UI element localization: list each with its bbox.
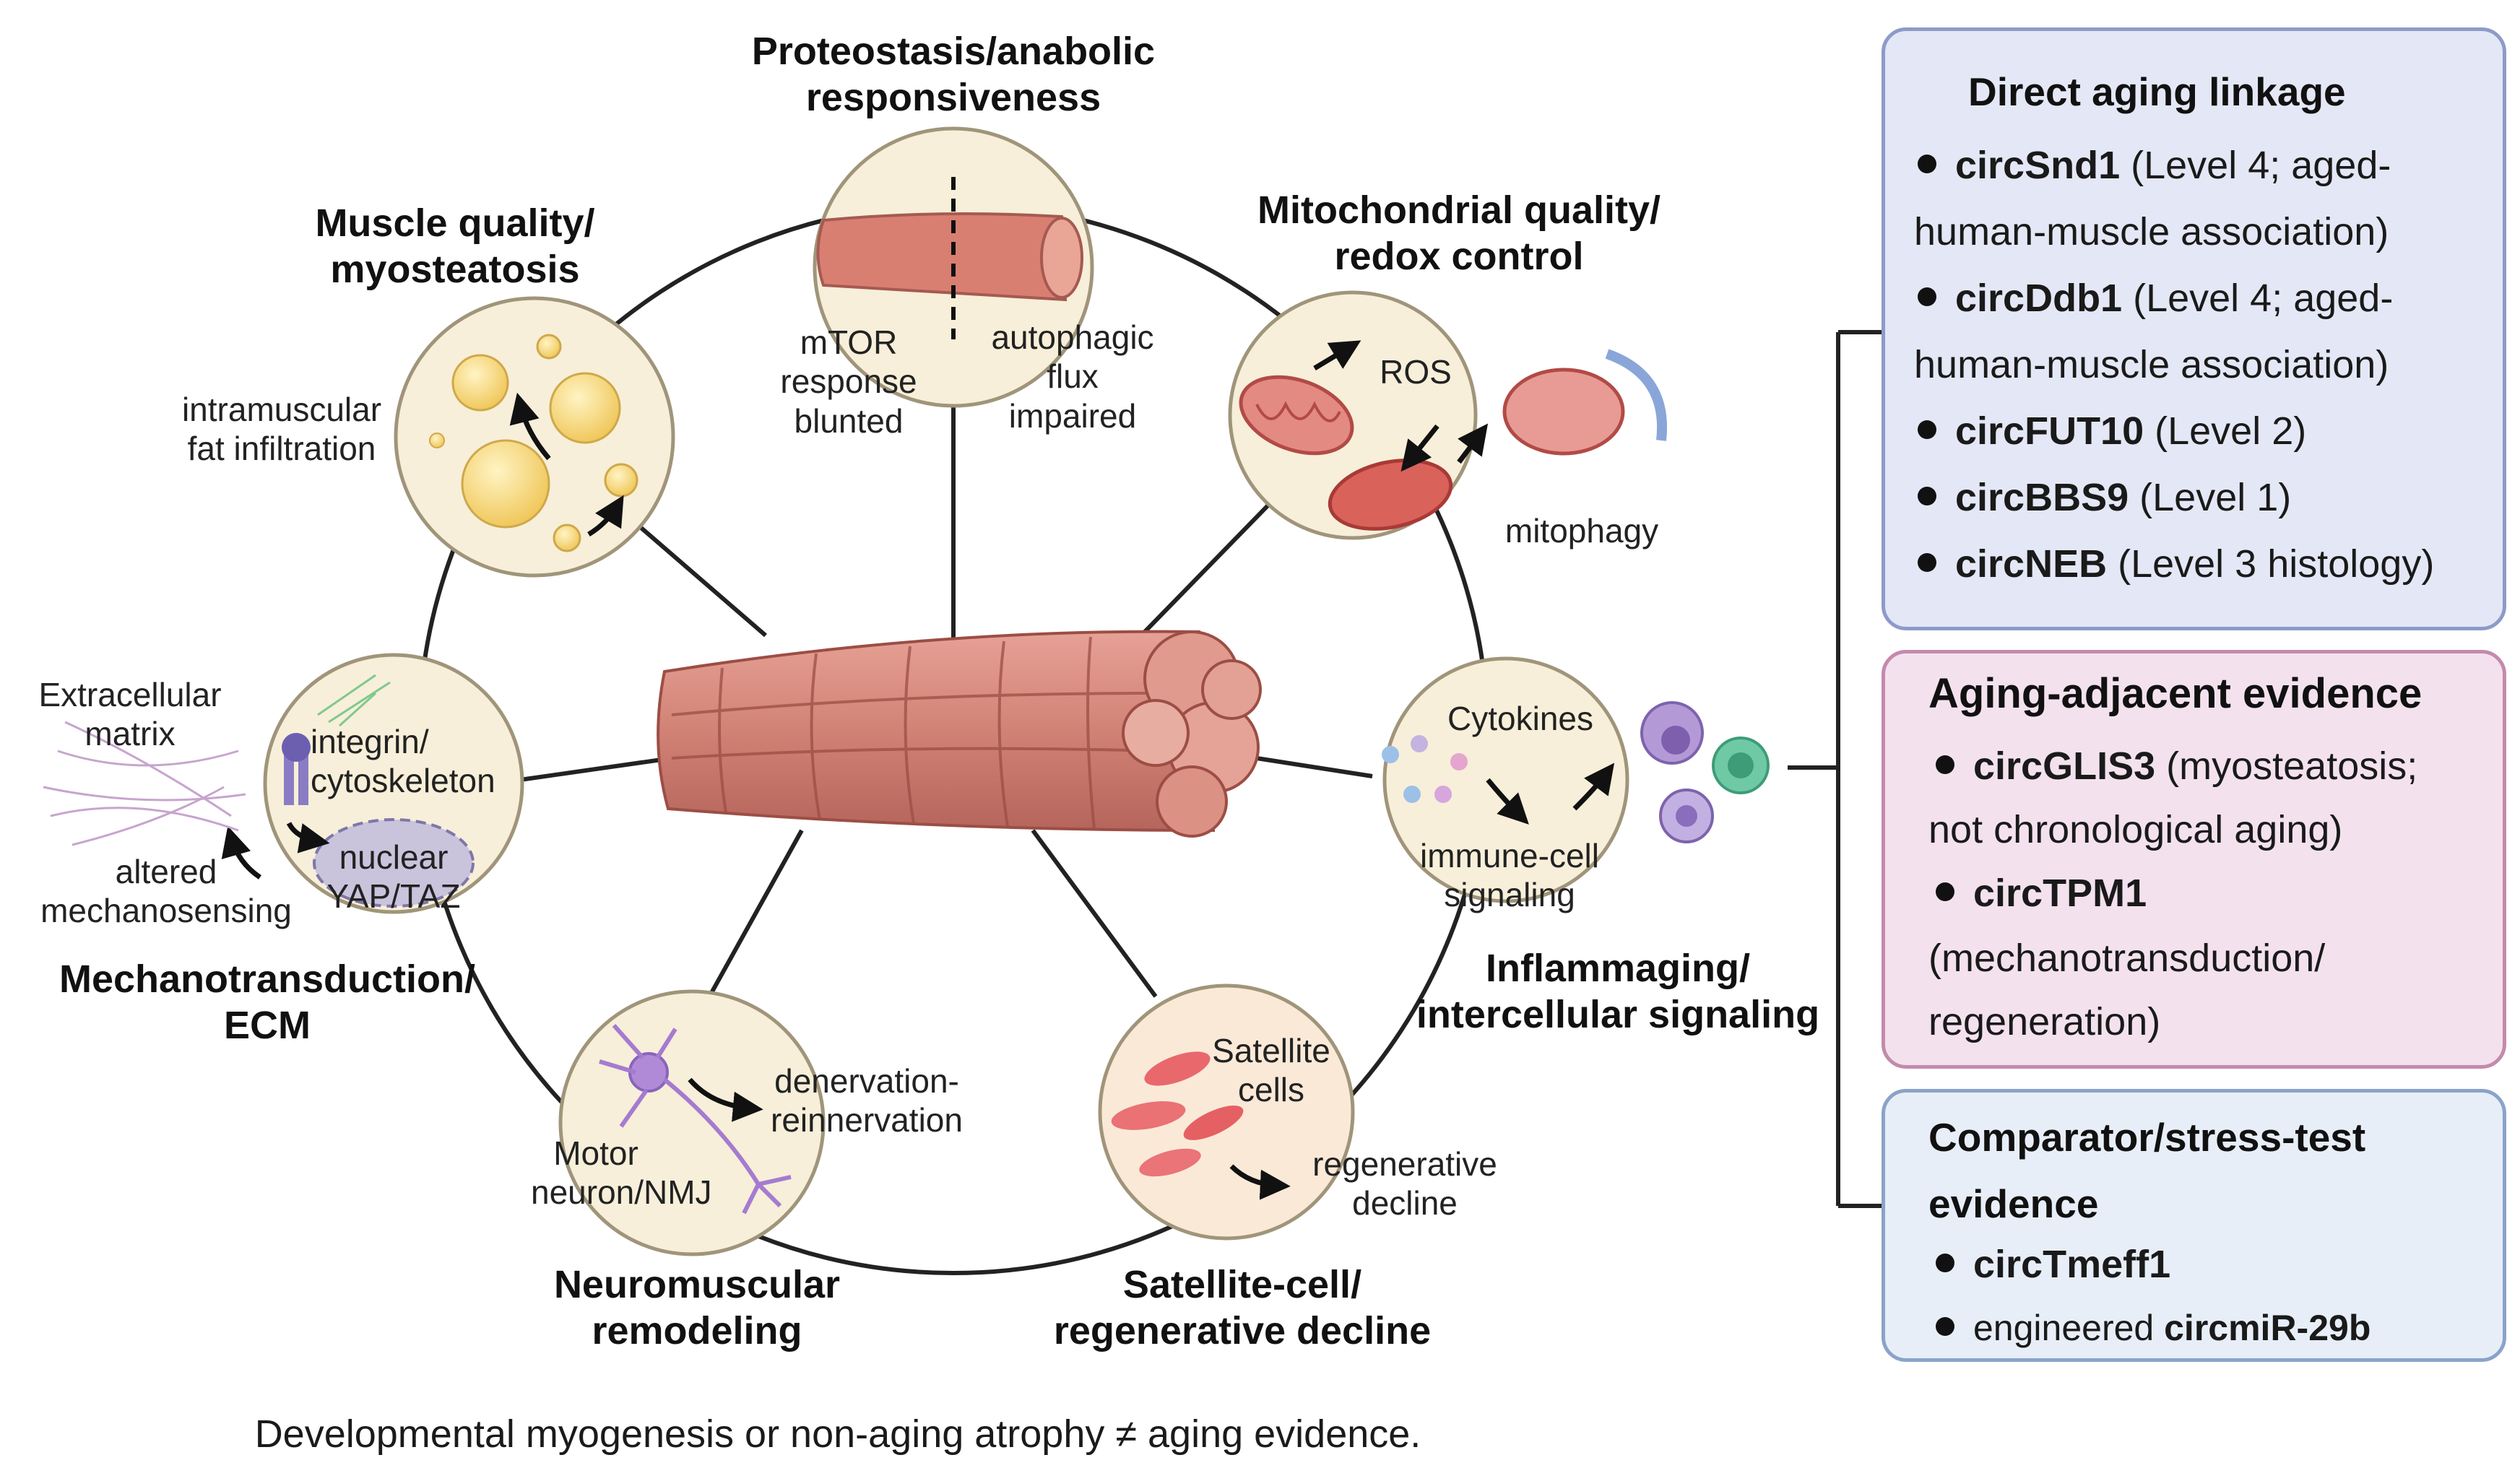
item-circtpm1: circTPM1 bbox=[1936, 860, 2147, 926]
title-quality: Muscle quality/ myosteatosis bbox=[315, 201, 595, 291]
node-quality bbox=[394, 296, 675, 578]
label-immune-signaling: immune-cell signaling bbox=[1420, 837, 1599, 914]
bullet-icon bbox=[1936, 882, 1954, 901]
title-neuro: Neuromuscular remodeling bbox=[553, 1263, 841, 1352]
title-mito: Mitochondrial quality/ redox control bbox=[1257, 188, 1660, 278]
bullet-icon bbox=[1918, 287, 1936, 306]
bullet-icon bbox=[1918, 552, 1936, 572]
node-mechano bbox=[43, 653, 524, 914]
bullet-icon bbox=[1936, 1253, 1954, 1272]
label-satellite-cells: Satellite cells bbox=[1212, 1032, 1330, 1109]
bullet-icon bbox=[1936, 755, 1954, 774]
label-regenerative-decline: regenerative decline bbox=[1312, 1145, 1497, 1222]
item-circneb: circNEB (Level 3 histology) bbox=[1918, 531, 2434, 597]
box-heading-comparator: Comparator/stress-test bbox=[1928, 1115, 2366, 1160]
item-circsnd1: circSnd1 (Level 4; aged- bbox=[1918, 132, 2391, 199]
bullet-icon bbox=[1936, 1316, 1954, 1336]
bullet-icon bbox=[1918, 486, 1936, 505]
label-extracellular-matrix: Extracellular matrix bbox=[38, 676, 222, 753]
title-inflamm: Inflammaging/ intercellular signaling bbox=[1416, 947, 1820, 1036]
label-denervation: denervation- reinnervation bbox=[771, 1062, 963, 1139]
title-satellite: Satellite-cell/ regenerative decline bbox=[1053, 1263, 1432, 1352]
item-circtpm1-cont2: regeneration) bbox=[1928, 1000, 2161, 1043]
item-circddb1: circDdb1 (Level 4; aged- bbox=[1918, 265, 2393, 331]
item-circfut10: circFUT10 (Level 2) bbox=[1918, 398, 2306, 464]
label-nuclear-yap: nuclear YAP/TAZ bbox=[326, 838, 461, 916]
label-autophagic: autophagic flux impaired bbox=[991, 318, 1154, 435]
item-circglis3-cont: not chronological aging) bbox=[1928, 808, 2343, 851]
label-fat-infiltration: intramuscular fat infiltration bbox=[181, 391, 382, 468]
box-heading-adjacent: Aging-adjacent evidence bbox=[1928, 670, 2422, 717]
item-circmir29b: engineered circmiR-29b bbox=[1936, 1295, 2370, 1361]
item-circglis3: circGLIS3 (myosteatosis; bbox=[1936, 733, 2417, 799]
node-neuro bbox=[558, 989, 826, 1256]
evidence-box-adjacent: Aging-adjacent evidence circGLIS3 (myost… bbox=[1882, 650, 2506, 1069]
item-circbbs9: circBBS9 (Level 1) bbox=[1918, 464, 2291, 531]
label-motor-neuron: Motor neuron/NMJ bbox=[531, 1134, 712, 1212]
item-circddb1-cont: human-muscle association) bbox=[1914, 343, 2389, 386]
title-proteostasis: Proteostasis/anabolic responsiveness bbox=[751, 30, 1156, 119]
label-integrin: integrin/ cytoskeleton bbox=[311, 723, 495, 800]
evidence-box-comparator: Comparator/stress-test evidence circTmef… bbox=[1882, 1089, 2506, 1362]
title-mechano: Mechanotransduction/ ECM bbox=[59, 957, 476, 1047]
label-mitophagy: mitophagy bbox=[1504, 512, 1659, 550]
bullet-icon bbox=[1918, 154, 1936, 173]
muscle-bundle-illustration bbox=[657, 630, 1262, 838]
node-mito bbox=[1228, 290, 1667, 540]
node-satellite bbox=[1098, 983, 1355, 1241]
box-heading-comparator-2: evidence bbox=[1928, 1181, 2099, 1226]
label-altered-mechanosensing: altered mechanosensing bbox=[40, 853, 292, 930]
evidence-bracket bbox=[1788, 330, 1882, 1208]
item-circsnd1-cont: human-muscle association) bbox=[1914, 210, 2389, 253]
label-cytokines: Cytokines bbox=[1447, 700, 1593, 737]
item-circtmeff1: circTmeff1 bbox=[1936, 1231, 2170, 1298]
item-circtpm1-cont: (mechanotransduction/ bbox=[1928, 937, 2326, 980]
label-ros: ROS bbox=[1380, 353, 1452, 391]
node-inflamm bbox=[1382, 656, 1770, 903]
bullet-icon bbox=[1918, 420, 1936, 439]
box-heading-direct: Direct aging linkage bbox=[1968, 69, 2346, 114]
label-mtor: mTOR response blunted bbox=[780, 323, 917, 440]
node-proteostasis bbox=[813, 126, 1094, 408]
footer-note: Developmental myogenesis or non-aging at… bbox=[254, 1412, 1421, 1456]
evidence-box-direct: Direct aging linkage circSnd1 (Level 4; … bbox=[1882, 27, 2506, 630]
